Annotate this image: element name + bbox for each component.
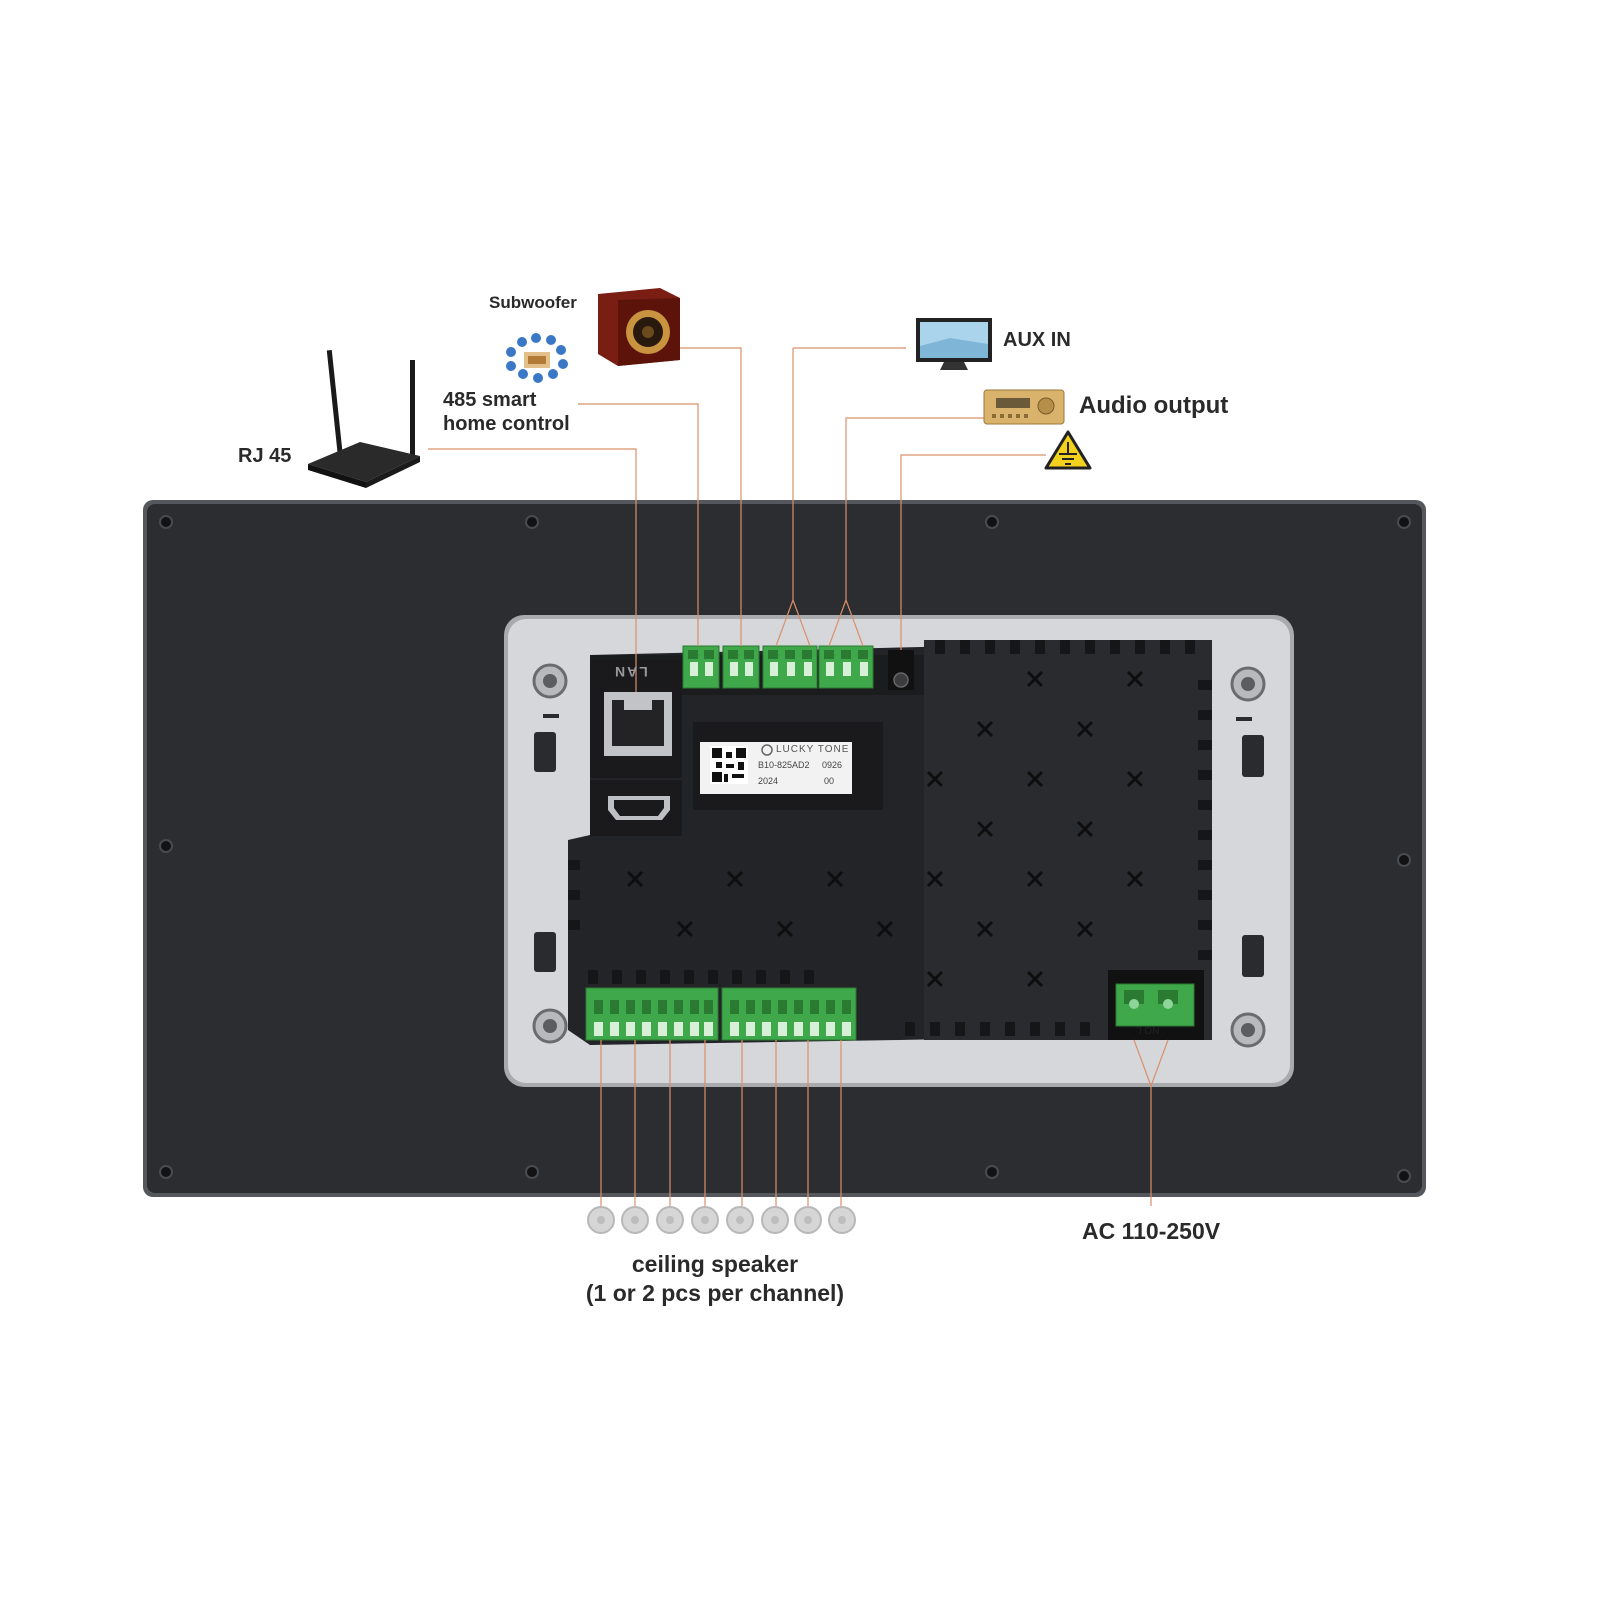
subwoofer-label: Subwoofer	[489, 293, 577, 312]
subwoofer-icon	[598, 288, 680, 366]
sticker-year: 2024	[758, 776, 779, 786]
amplifier-icon	[983, 389, 1065, 425]
audio-output-label: Audio output	[1079, 392, 1229, 419]
top-terminal-blocks	[682, 645, 914, 690]
smart-home-label: 485 smart home control	[443, 388, 570, 436]
ground-warning-icon	[1044, 430, 1092, 470]
device-label-sticker	[693, 722, 883, 810]
power-terminal-label: NO L	[1136, 1024, 1160, 1035]
leader-lines	[428, 347, 1169, 1206]
smart-home-label-line2: home control	[443, 413, 570, 435]
sticker-code: 0926	[822, 760, 843, 770]
ac-power-label: AC 110-250V	[1082, 1218, 1221, 1244]
rj45-label: RJ 45	[238, 445, 292, 467]
power-terminal	[1108, 970, 1204, 1040]
ceiling-speaker-icon	[587, 1206, 856, 1234]
hdmi-port	[590, 780, 682, 836]
router-icon	[308, 349, 420, 488]
lan-port-label: LAN	[613, 664, 648, 680]
speaker-terminal-blocks	[585, 987, 857, 1041]
ceiling-speaker-label-line1: ceiling speaker	[631, 1251, 799, 1277]
ceiling-speaker-label: ceiling speaker (1 or 2 pcs per channel)	[560, 1250, 870, 1308]
aux-in-label: AUX IN	[1003, 329, 1071, 351]
ceiling-speaker-label-line2: (1 or 2 pcs per channel)	[585, 1280, 845, 1306]
smart-home-label-line1: 485 smart	[443, 389, 537, 411]
sticker-model: B10-825AD2	[758, 760, 810, 770]
tv-icon	[916, 318, 992, 370]
smart-home-icon	[506, 333, 568, 383]
sticker-brand: LUCKY TONE	[776, 744, 850, 755]
sticker-serial: 00	[824, 776, 835, 786]
